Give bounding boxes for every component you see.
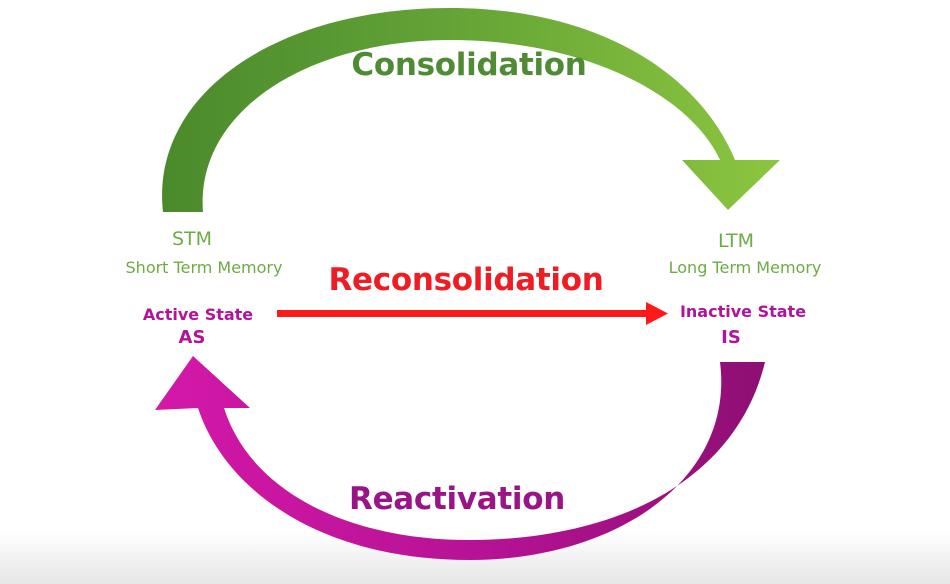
consolidation-label: Consolidation	[351, 47, 587, 83]
inactive-state-label: Inactive State	[679, 302, 807, 321]
active-state-label: Active State	[142, 305, 254, 324]
active-state-abbr: AS	[178, 327, 206, 348]
ltm-abbr: LTM	[718, 230, 754, 252]
inactive-state-abbr: IS	[721, 327, 741, 348]
reconsolidation-label: Reconsolidation	[328, 262, 604, 298]
ltm-full-name: Long Term Memory	[668, 258, 822, 277]
reactivation-label: Reactivation	[349, 481, 565, 517]
reactivation-arrow	[155, 356, 765, 560]
reconsolidation-arrow	[277, 302, 668, 325]
stm-abbr: STM	[171, 228, 213, 250]
stm-full-name: Short Term Memory	[125, 258, 283, 277]
consolidation-arrow	[162, 8, 780, 212]
